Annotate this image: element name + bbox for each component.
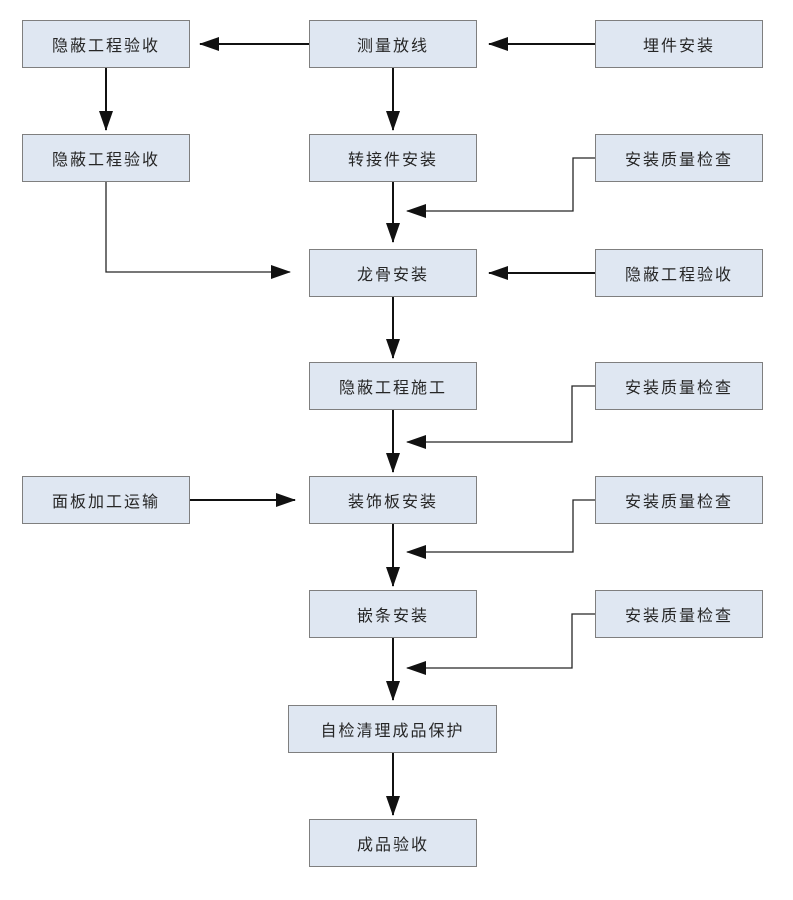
node-adapter-install: 转接件安装: [309, 134, 477, 182]
node-hidden-acceptance-1: 隐蔽工程验收: [22, 20, 190, 68]
node-hidden-acceptance-2: 隐蔽工程验收: [22, 134, 190, 182]
node-inlay-strip-install: 嵌条安装: [309, 590, 477, 638]
node-keel-install: 龙骨安装: [309, 249, 477, 297]
edge-hidden2-elbow-to-keel: [105, 182, 291, 279]
node-quality-check-2: 安装质量检查: [595, 362, 763, 410]
node-quality-check-1: 安装质量检查: [595, 134, 763, 182]
node-measure-layout: 测量放线: [309, 20, 477, 68]
node-hidden-acceptance-3: 隐蔽工程验收: [595, 249, 763, 297]
node-quality-check-4: 安装质量检查: [595, 590, 763, 638]
node-hidden-construction: 隐蔽工程施工: [309, 362, 477, 410]
node-self-check-clean-protect: 自检清理成品保护: [288, 705, 497, 753]
node-quality-check-3: 安装质量检查: [595, 476, 763, 524]
node-embed-install: 埋件安装: [595, 20, 763, 68]
node-finished-acceptance: 成品验收: [309, 819, 477, 867]
node-panel-process-transport: 面板加工运输: [22, 476, 190, 524]
node-decor-panel-install: 装饰板安装: [309, 476, 477, 524]
